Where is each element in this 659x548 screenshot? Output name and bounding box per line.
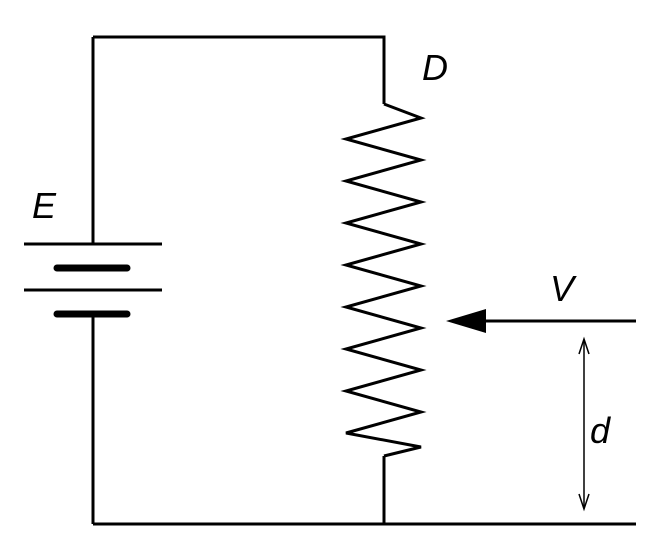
resistor-zigzag bbox=[340, 102, 427, 458]
top-wire bbox=[93, 35, 386, 104]
distance-arrow-head-top bbox=[578, 336, 590, 355]
distance-arrow bbox=[578, 336, 590, 512]
label-e: E bbox=[32, 185, 57, 226]
label-v: V bbox=[550, 268, 577, 309]
probe-arrowhead bbox=[446, 309, 486, 333]
label-d-end: D bbox=[422, 47, 448, 88]
label-distance: d bbox=[590, 410, 611, 451]
battery bbox=[24, 242, 162, 318]
distance-arrow-head-bottom bbox=[578, 493, 590, 512]
